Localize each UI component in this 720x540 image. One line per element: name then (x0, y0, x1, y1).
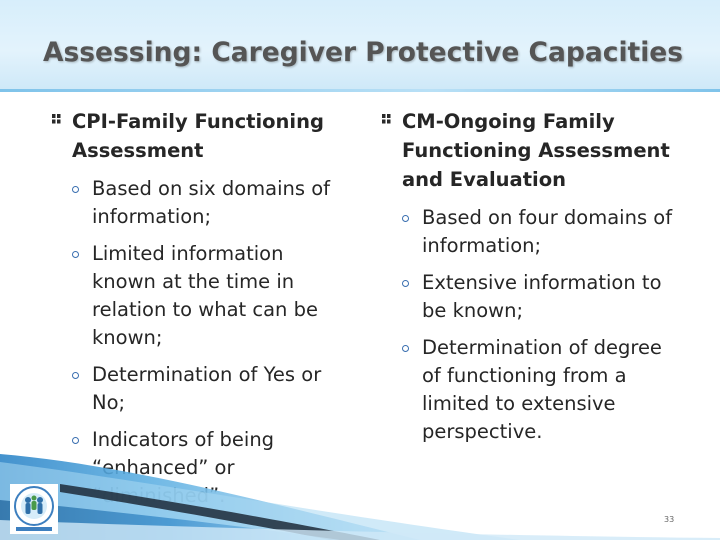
right-subitem: Based on four domains of information; (402, 204, 682, 260)
circle-bullet-icon (72, 437, 79, 444)
circle-bullet-icon (72, 251, 79, 258)
agency-logo (10, 484, 58, 534)
left-subitem: Determination of Yes or No; (72, 361, 352, 417)
left-subitem-text: Determination of Yes or No; (92, 363, 322, 414)
right-subitem: Extensive information to be known; (402, 269, 682, 325)
left-subitem-text: Limited information known at the time in… (92, 242, 318, 349)
right-heading-row: CM-Ongoing Family Functioning Assessment… (382, 107, 682, 194)
left-subitem: Based on six domains of information; (72, 175, 352, 231)
right-subitem: Determination of degree of functioning f… (402, 334, 682, 446)
title-band (0, 0, 720, 92)
left-heading: CPI-Family Functioning Assessment (72, 110, 324, 162)
slide-title: Assessing: Caregiver Protective Capaciti… (43, 37, 684, 68)
circle-bullet-icon (72, 372, 79, 379)
circle-bullet-icon (402, 280, 409, 287)
left-heading-row: CPI-Family Functioning Assessment (52, 107, 352, 165)
right-subitem-text: Determination of degree of functioning f… (422, 336, 662, 443)
page-number: 33 (664, 515, 675, 524)
bottom-swoosh-decoration (0, 454, 720, 540)
right-column: CM-Ongoing Family Functioning Assessment… (382, 107, 682, 446)
right-subitem-text: Based on four domains of information; (422, 206, 673, 257)
right-heading: CM-Ongoing Family Functioning Assessment… (402, 110, 670, 191)
circle-bullet-icon (402, 215, 409, 222)
square-bullet-icon (382, 114, 391, 124)
right-subitem-text: Extensive information to be known; (422, 271, 662, 322)
circle-bullet-icon (402, 345, 409, 352)
left-subitem-text: Based on six domains of information; (92, 177, 331, 228)
circle-bullet-icon (72, 186, 79, 193)
left-subitem: Limited information known at the time in… (72, 240, 352, 352)
square-bullet-icon (52, 114, 61, 124)
